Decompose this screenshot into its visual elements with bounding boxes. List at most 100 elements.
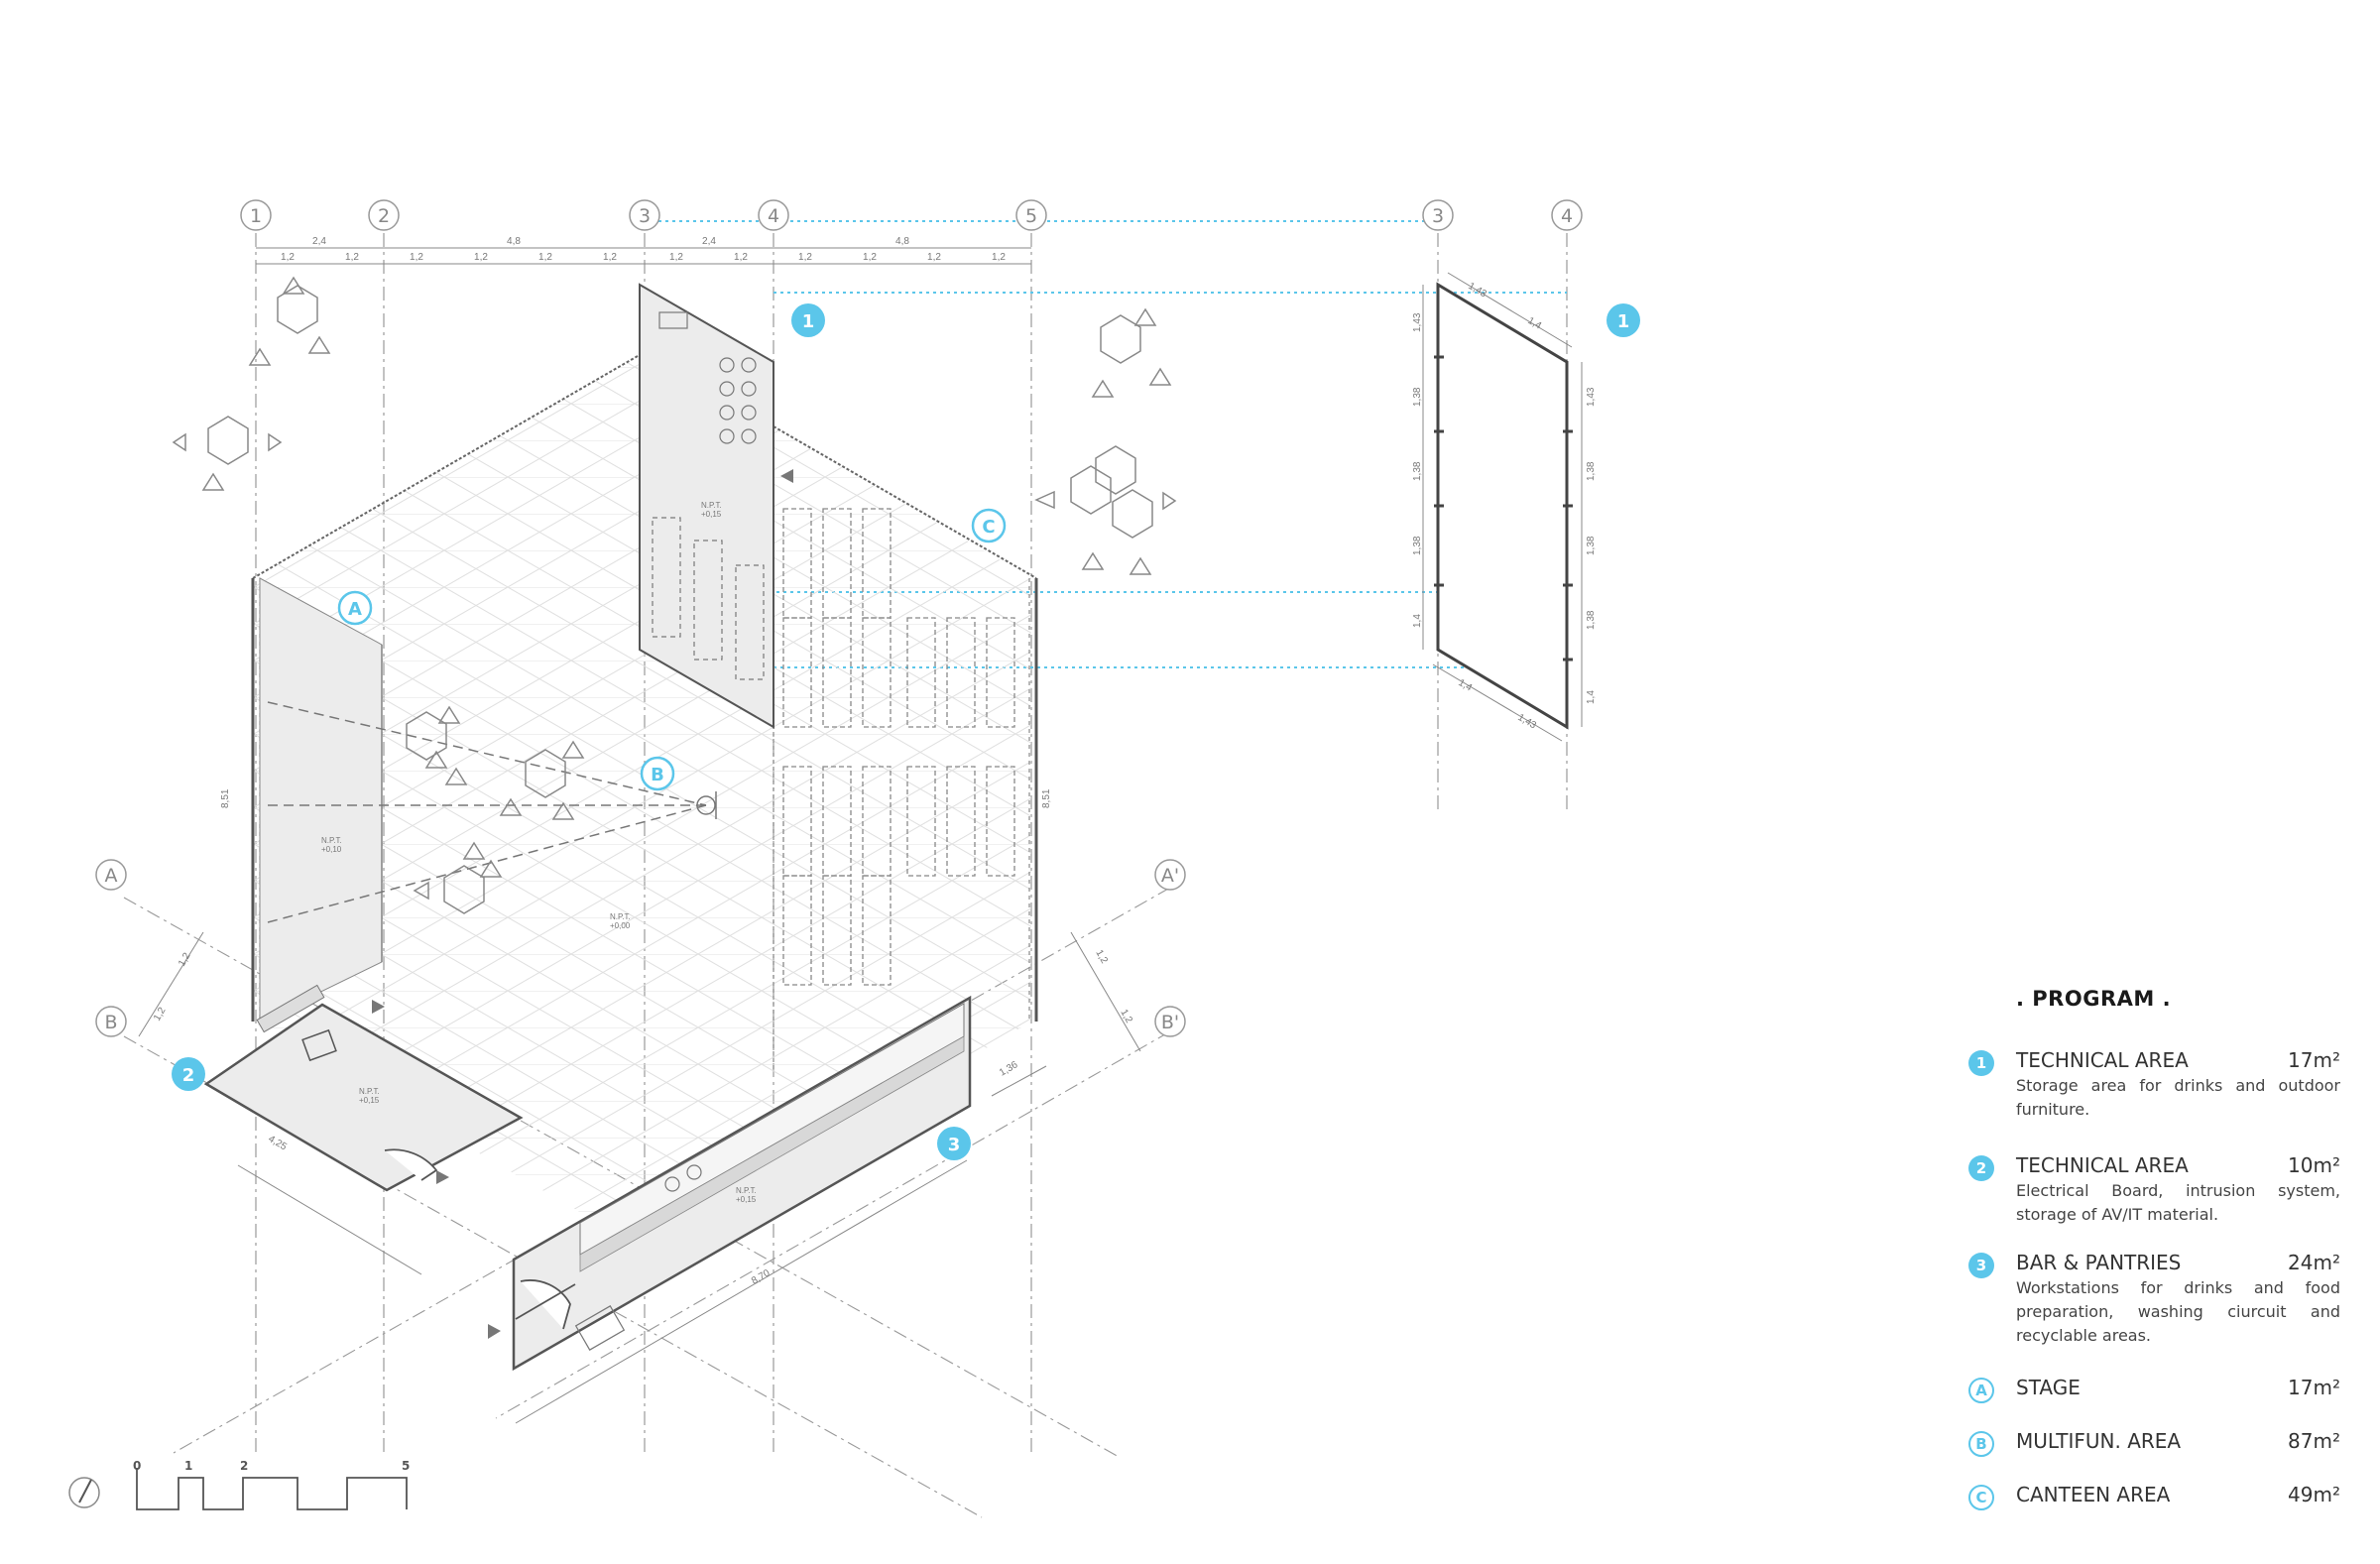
program-item-area: 87m² xyxy=(2288,1429,2340,1453)
program-item-area: 49m² xyxy=(2288,1483,2340,1506)
marker-area-2: 2 xyxy=(182,1065,195,1086)
side-dim-left-4: 1,38 xyxy=(1412,536,1423,555)
level-tech-area-1: +0,15 xyxy=(701,510,722,519)
level-npt-2: N.P.T. xyxy=(321,836,342,845)
dim-major-4: 4,8 xyxy=(895,236,909,247)
scale-label-5: 5 xyxy=(402,1459,410,1473)
program-badge-2: 2 xyxy=(1968,1155,1994,1181)
program-badge-c: C xyxy=(1968,1485,1994,1510)
scale-bar xyxy=(136,1468,408,1510)
scale-label-0: 0 xyxy=(133,1459,141,1473)
grid-bubble-a: A xyxy=(105,865,118,887)
north-arrow-icon xyxy=(68,1477,100,1508)
level-stage: +0,10 xyxy=(321,845,342,854)
technical-area-2 xyxy=(203,1003,524,1192)
roof-edge-right xyxy=(773,425,1037,579)
dim-right-a: 1,2 xyxy=(1093,948,1110,966)
grid-bubble-a-prime: A' xyxy=(1161,865,1179,887)
dim-minor-4: 1,2 xyxy=(474,252,488,263)
level-tech-area-2: +0,15 xyxy=(359,1096,380,1105)
side-dim-top-2: 1,4 xyxy=(1526,315,1544,332)
program-badge-3: 3 xyxy=(1968,1253,1994,1278)
scale-label-2: 2 xyxy=(240,1459,248,1473)
marker-area-b: B xyxy=(651,765,664,785)
program-badge-a: A xyxy=(1968,1378,1994,1403)
height-dim-right: 8,51 xyxy=(1041,788,1052,808)
side-dim-left-1: 1,43 xyxy=(1412,312,1423,332)
grid-bubble-side-4: 4 xyxy=(1561,205,1573,227)
top-dimension-chain xyxy=(256,247,1031,265)
program-badge-1: 1 xyxy=(1968,1050,1994,1076)
grid-bubble-side-3: 3 xyxy=(1432,205,1444,227)
program-item-area: 24m² xyxy=(2288,1251,2340,1274)
grid-bubble-3: 3 xyxy=(639,205,651,227)
program-item-name: MULTIFUN. AREA xyxy=(2016,1429,2182,1453)
program-item-multifunction: B MULTIFUN. AREA 87m² xyxy=(1968,1429,2340,1457)
dim-minor-3: 1,2 xyxy=(410,252,423,263)
grid-bubble-1: 1 xyxy=(250,205,262,227)
program-badge-b: B xyxy=(1968,1431,1994,1457)
grid-bubble-b-prime: B' xyxy=(1161,1012,1179,1033)
side-dim-right-5: 1,4 xyxy=(1586,690,1597,704)
marker-area-1-side: 1 xyxy=(1617,311,1630,332)
program-item-name: STAGE xyxy=(2016,1376,2081,1399)
side-elevation-panel xyxy=(1436,282,1569,730)
program-item-area: 17m² xyxy=(2288,1048,2340,1072)
dim-minor-9: 1,2 xyxy=(798,252,812,263)
dim-bar-length: 8,70 xyxy=(750,1267,773,1286)
sight-lines xyxy=(267,701,707,923)
stage-area xyxy=(259,577,383,1023)
program-item-area: 17m² xyxy=(2288,1376,2340,1399)
height-dim-left: 8,51 xyxy=(220,788,231,808)
level-multifunction: +0,00 xyxy=(610,921,631,930)
grid-bubble-2: 2 xyxy=(378,205,390,227)
program-item-area: 10m² xyxy=(2288,1153,2340,1177)
grid-bubble-b: B xyxy=(104,1012,117,1033)
side-dim-right-1: 1,43 xyxy=(1586,387,1597,407)
technical-area-1 xyxy=(639,283,774,729)
dim-minor-2: 1,2 xyxy=(345,252,359,263)
canteen-tables xyxy=(782,508,1015,986)
dim-right-b: 1,2 xyxy=(1118,1008,1134,1025)
outdoor-furniture xyxy=(172,276,1177,914)
dim-tech-area-2: 4,25 xyxy=(267,1134,290,1152)
marker-area-3: 3 xyxy=(948,1135,961,1155)
program-item-name: CANTEEN AREA xyxy=(2016,1483,2171,1506)
dim-bar-width: 1,36 xyxy=(998,1059,1020,1078)
dim-minor-11: 1,2 xyxy=(927,252,941,263)
side-dim-right-2: 1,38 xyxy=(1586,461,1597,481)
side-dim-top-1: 1,43 xyxy=(1467,281,1489,300)
program-item-desc: Workstations for drinks and food prepara… xyxy=(2016,1278,2340,1345)
roof-edge-left xyxy=(252,351,646,579)
program-title: . PROGRAM . xyxy=(2016,987,2172,1011)
program-item-desc: Electrical Board, intrusion system, stor… xyxy=(2016,1181,2340,1224)
level-bar: +0,15 xyxy=(736,1195,757,1204)
dim-minor-10: 1,2 xyxy=(863,252,877,263)
program-item-canteen: C CANTEEN AREA 49m² xyxy=(1968,1483,2340,1510)
level-npt-1: N.P.T. xyxy=(701,501,722,510)
floor-plan-main xyxy=(253,352,1031,1250)
marker-area-a: A xyxy=(348,599,362,620)
program-item-desc: Storage area for drinks and outdoor furn… xyxy=(2016,1076,2340,1119)
program-legend: . PROGRAM . 1 TECHNICAL AREA 17m² Storage… xyxy=(1968,987,2340,1530)
dim-minor-8: 1,2 xyxy=(734,252,748,263)
dim-major-2: 4,8 xyxy=(507,236,521,247)
dim-major-3: 2,4 xyxy=(702,236,716,247)
marker-area-1: 1 xyxy=(802,311,815,332)
scale-label-1: 1 xyxy=(184,1459,192,1473)
level-npt-5: N.P.T. xyxy=(736,1186,757,1195)
dim-minor-1: 1,2 xyxy=(281,252,295,263)
side-dim-bottom-2: 1,43 xyxy=(1516,712,1539,731)
program-item-name: TECHNICAL AREA xyxy=(2016,1153,2189,1177)
axonometric-plan-drawing: 2,4 4,8 2,4 4,8 1,2 1,2 1,2 1,2 1,2 1,2 … xyxy=(68,199,1640,1518)
dim-major-1: 2,4 xyxy=(312,236,326,247)
dim-minor-5: 1,2 xyxy=(538,252,552,263)
dim-left-b: 1,2 xyxy=(152,1006,169,1023)
entrance-arrows xyxy=(372,469,793,1339)
side-dim-left-2: 1,38 xyxy=(1412,387,1423,407)
side-dim-right-4: 1,38 xyxy=(1586,610,1597,630)
side-dim-right-3: 1,38 xyxy=(1586,536,1597,555)
grid-bubble-4: 4 xyxy=(768,205,779,227)
program-item-technical-area-2: 2 TECHNICAL AREA 10m² Electrical Board, i… xyxy=(1968,1153,2340,1227)
